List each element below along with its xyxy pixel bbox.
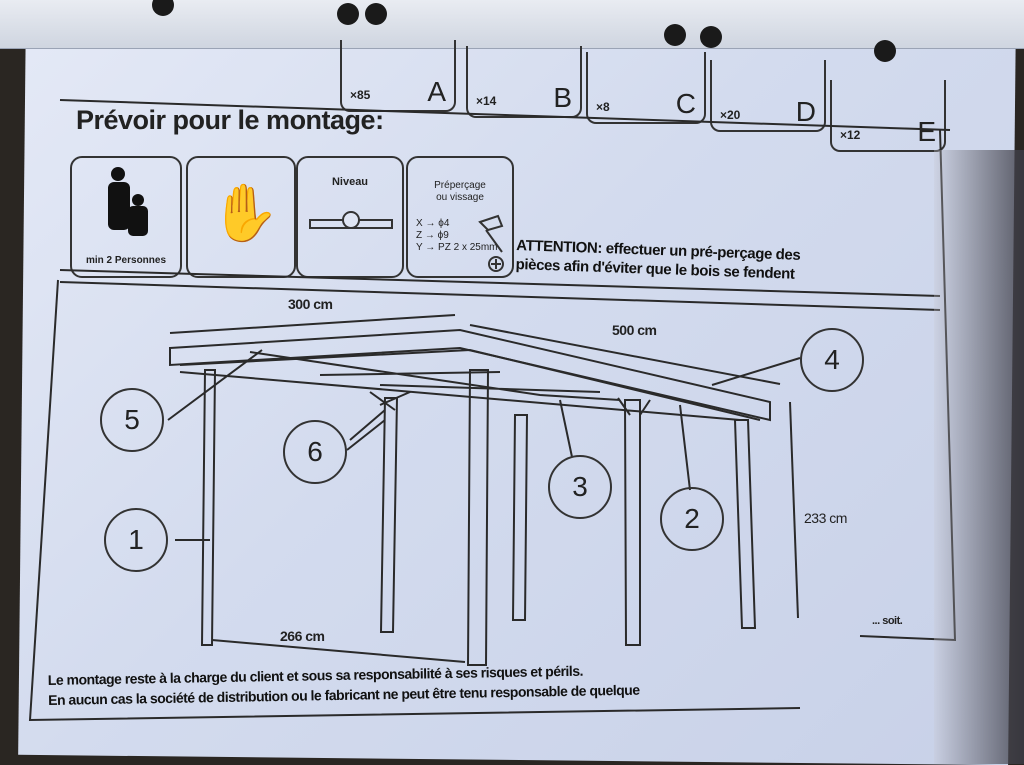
punch-hole <box>152 0 174 16</box>
spirit-level-icon <box>309 211 393 229</box>
plastic-sleeve-strip <box>0 0 1024 62</box>
drill-icon <box>478 214 504 272</box>
part-count: ×12 <box>840 128 861 142</box>
workers-icon <box>108 167 148 236</box>
predrill-subtitle: ou vissage <box>436 192 484 203</box>
predrill-box: Préperçage ou vissage X → ϕ4 Z → ϕ9 Y → … <box>406 156 514 278</box>
level-label: Niveau <box>331 176 369 188</box>
width-dimension: 300 cm <box>288 296 333 312</box>
part-c: ×8 C <box>586 52 706 124</box>
predrill-specs: X → ϕ4 Z → ϕ9 Y → PZ 2 x 25mm <box>416 218 498 254</box>
punch-hole <box>664 24 686 46</box>
post <box>379 397 399 633</box>
dim-266-arrow <box>211 639 466 663</box>
part-d: ×20 D <box>710 60 826 132</box>
punch-hole <box>700 26 722 48</box>
part-count: ×20 <box>720 108 741 122</box>
part-letter: C <box>675 88 696 119</box>
part-e: ×12 E <box>830 80 946 152</box>
height-dimension: 233 cm <box>804 510 847 526</box>
section-divider <box>59 269 941 297</box>
header-divider <box>59 99 951 131</box>
part-letter: B <box>553 82 572 113</box>
part-count: ×8 <box>596 100 610 114</box>
part-letter: A <box>427 76 446 107</box>
length-dimension: 500 cm <box>612 322 657 338</box>
punch-hole <box>365 3 387 25</box>
gloves-icon: ✋ <box>210 181 280 244</box>
label-6: 6 <box>283 420 347 484</box>
label-1: 1 <box>104 508 168 572</box>
label-4: 4 <box>800 328 864 392</box>
dim-500-arrow <box>469 324 781 385</box>
persons-label: min 2 Personnes <box>85 255 167 266</box>
post <box>200 369 217 646</box>
part-count: ×14 <box>476 94 497 108</box>
spec-y: Y → PZ 2 x 25mm <box>416 242 498 253</box>
post-spacing-dimension: 266 cm <box>280 628 325 644</box>
roof <box>169 328 771 422</box>
predrill-title: Préperçage <box>434 180 486 191</box>
label-2: 2 <box>660 487 724 551</box>
spec-x: X → ϕ4 <box>416 218 450 229</box>
post <box>511 414 529 621</box>
punch-hole <box>337 3 359 25</box>
part-count: ×85 <box>350 88 371 102</box>
gloves-box: ✋ <box>186 156 296 278</box>
part-b: ×14 B <box>466 46 582 118</box>
part-letter: E <box>917 116 936 147</box>
note-text: ... soit. <box>872 615 903 627</box>
persons-box: min 2 Personnes <box>70 156 182 278</box>
plastic-wrap <box>934 150 1024 764</box>
label-5: 5 <box>100 388 164 452</box>
post <box>733 419 757 629</box>
spec-z: Z → ϕ9 <box>416 230 449 241</box>
punch-hole <box>874 40 896 62</box>
post <box>466 369 490 666</box>
leader-lines <box>167 349 801 541</box>
label-3: 3 <box>548 455 612 519</box>
dim-233-arrow <box>789 401 799 619</box>
level-box: Niveau <box>296 156 404 278</box>
part-letter: D <box>795 96 816 127</box>
diagram-frame <box>28 279 801 722</box>
post <box>623 399 641 646</box>
dim-300-arrow <box>169 314 456 334</box>
